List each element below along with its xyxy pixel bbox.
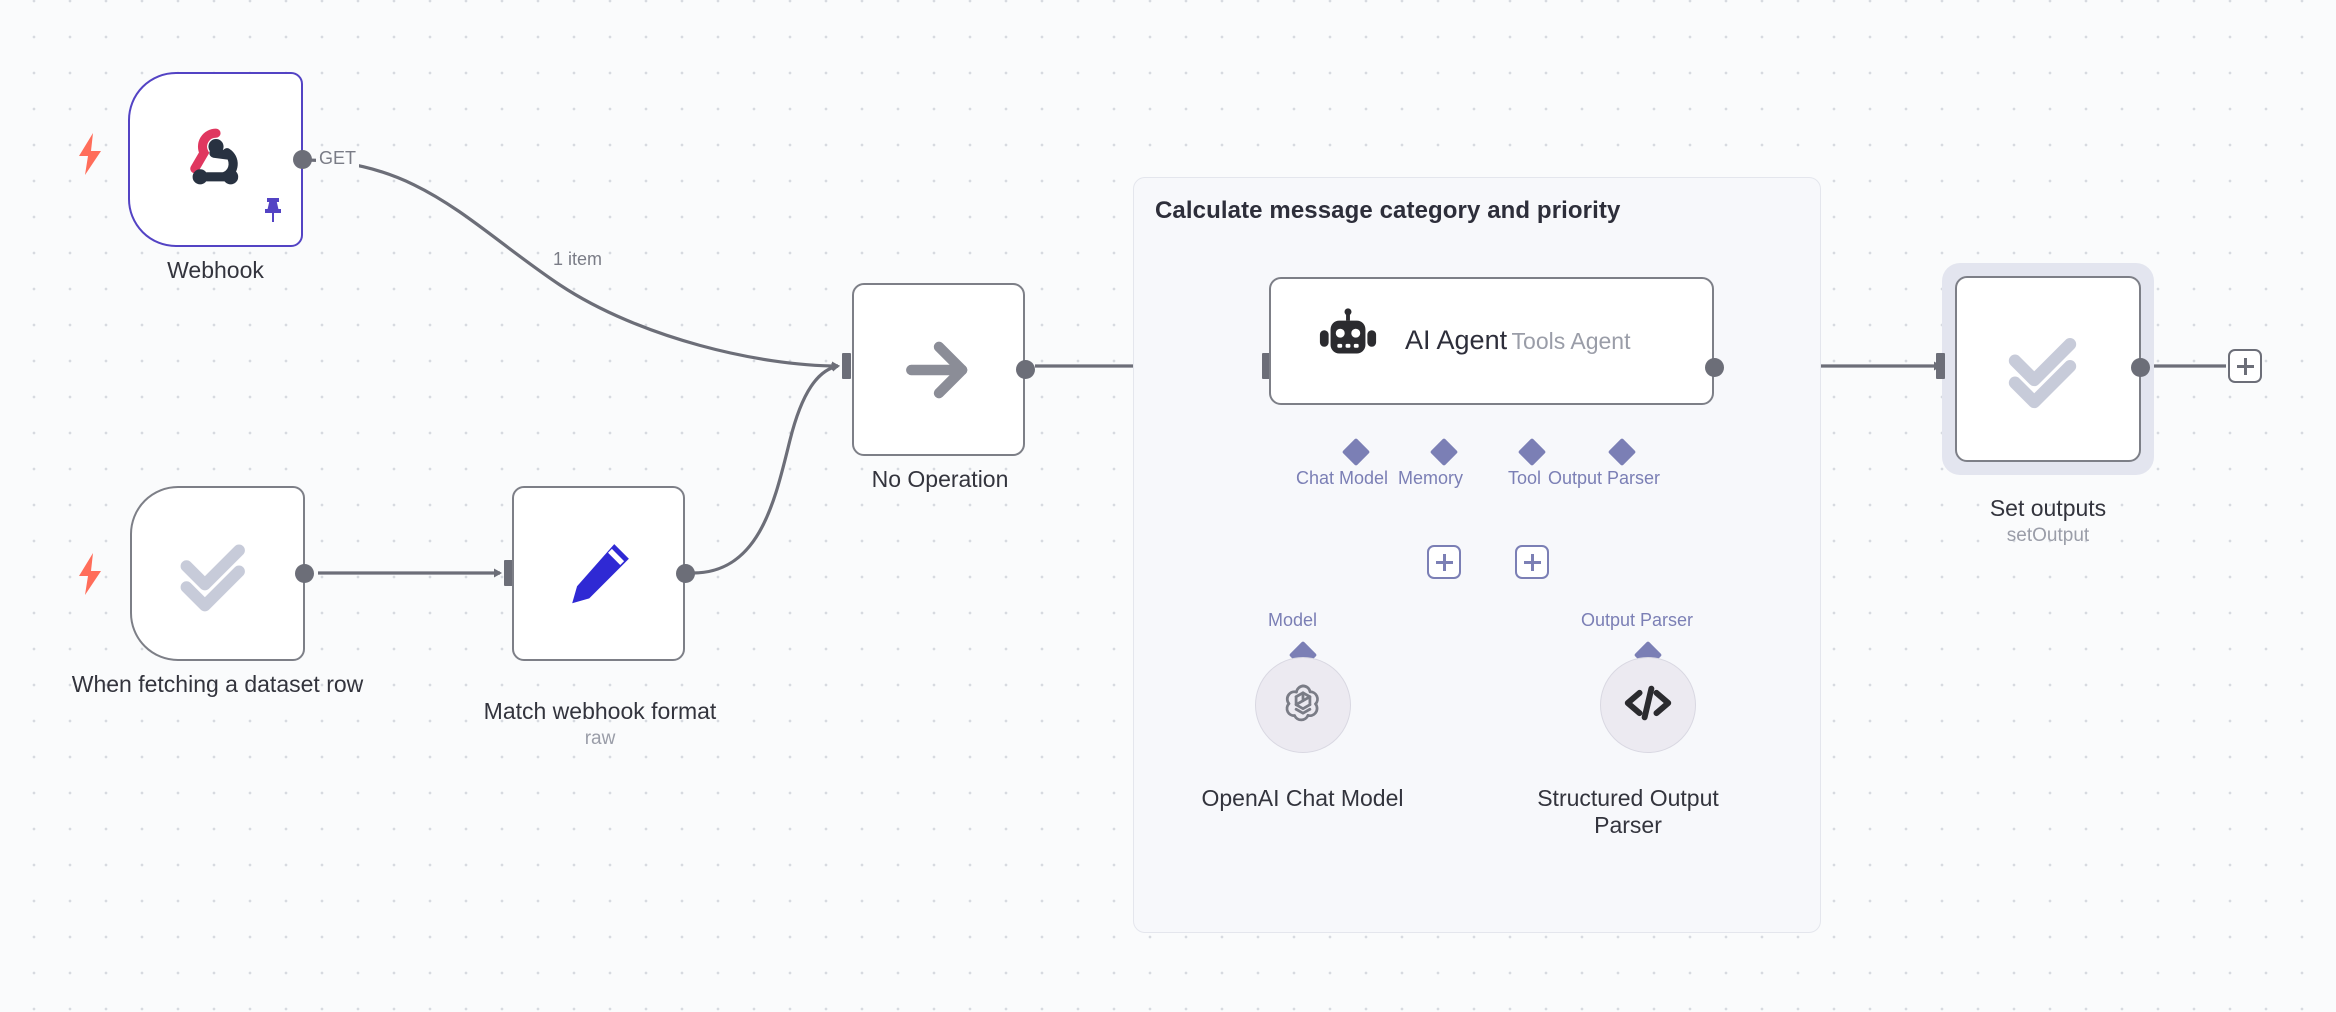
node-label-ai-agent: AI Agent [1405, 325, 1508, 356]
port-label-tool: Tool [1508, 468, 1542, 488]
node-label-set-outputs-text: Set outputs [1989, 495, 2107, 522]
pin-icon[interactable] [261, 196, 285, 229]
node-match-webhook-format[interactable] [512, 486, 685, 661]
connection-label-item-count: 1 item [550, 249, 606, 270]
node-webhook[interactable] [128, 72, 303, 247]
node-openai-chat-model[interactable] [1255, 657, 1351, 753]
double-check-icon [132, 488, 303, 659]
arrow-right-icon [854, 285, 1023, 454]
openai-icon [1277, 677, 1329, 734]
node-label-when-fetching-a-dataset-row: When fetching a dataset row [71, 671, 364, 697]
robot-icon [1317, 307, 1379, 375]
double-check-icon-2 [1957, 278, 2139, 460]
port-label-model: Model [1268, 610, 1318, 630]
port-output-when-fetching-dataset-row[interactable] [295, 564, 314, 583]
port-input-no-operation[interactable] [842, 353, 851, 379]
trigger-bolt-icon-2 [76, 552, 104, 601]
webhook-icon [130, 74, 301, 245]
port-input-set-outputs[interactable] [1936, 353, 1945, 379]
node-no-operation[interactable] [852, 283, 1025, 456]
node-label-match-webhook-format-text: Match webhook format [483, 698, 717, 725]
node-label-structured-output-parser: Structured Output Parser [1537, 785, 1719, 839]
node-set-outputs[interactable] [1955, 276, 2141, 462]
node-sublabel-set-outputs: setOutput [2006, 525, 2090, 547]
node-label-match-webhook-format: Match webhook format raw [440, 671, 760, 778]
add-node-button[interactable] [2228, 349, 2262, 383]
add-memory-button[interactable] [1427, 545, 1461, 579]
node-structured-output-parser[interactable] [1600, 657, 1696, 753]
pencil-icon [514, 488, 683, 659]
port-output-ai-agent[interactable] [1705, 358, 1724, 377]
port-output-set-outputs[interactable] [2131, 358, 2150, 377]
port-label-memory: Memory [1398, 468, 1464, 488]
port-label-chat-model: Chat Model [1296, 468, 1389, 488]
code-brackets-icon [1621, 676, 1675, 735]
add-tool-button[interactable] [1515, 545, 1549, 579]
node-label-set-outputs: Set outputs setOutput [1918, 468, 2178, 575]
node-ai-agent[interactable]: AI Agent Tools Agent [1269, 277, 1714, 405]
node-sublabel-ai-agent: Tools Agent [1511, 328, 1631, 355]
node-label-webhook: Webhook [167, 257, 264, 283]
node-label-no-operation: No Operation [871, 466, 1009, 492]
port-label-output-parser: Output Parser [1548, 468, 1661, 488]
port-input-match-webhook-format[interactable] [504, 560, 513, 586]
node-when-fetching-a-dataset-row[interactable] [130, 486, 305, 661]
node-label-openai-chat-model: OpenAI Chat Model [1201, 785, 1404, 811]
port-label-output-parser-sub: Output Parser [1581, 610, 1694, 630]
port-input-ai-agent[interactable] [1262, 353, 1271, 379]
port-output-webhook[interactable] [293, 150, 312, 169]
port-output-no-operation[interactable] [1016, 360, 1035, 379]
group-title: Calculate message category and priority [1155, 197, 1621, 224]
port-output-match-webhook-format[interactable] [676, 564, 695, 583]
node-sublabel-match-webhook-format: raw [584, 728, 616, 750]
connection-label-get: GET [316, 148, 360, 169]
trigger-bolt-icon [76, 132, 104, 181]
